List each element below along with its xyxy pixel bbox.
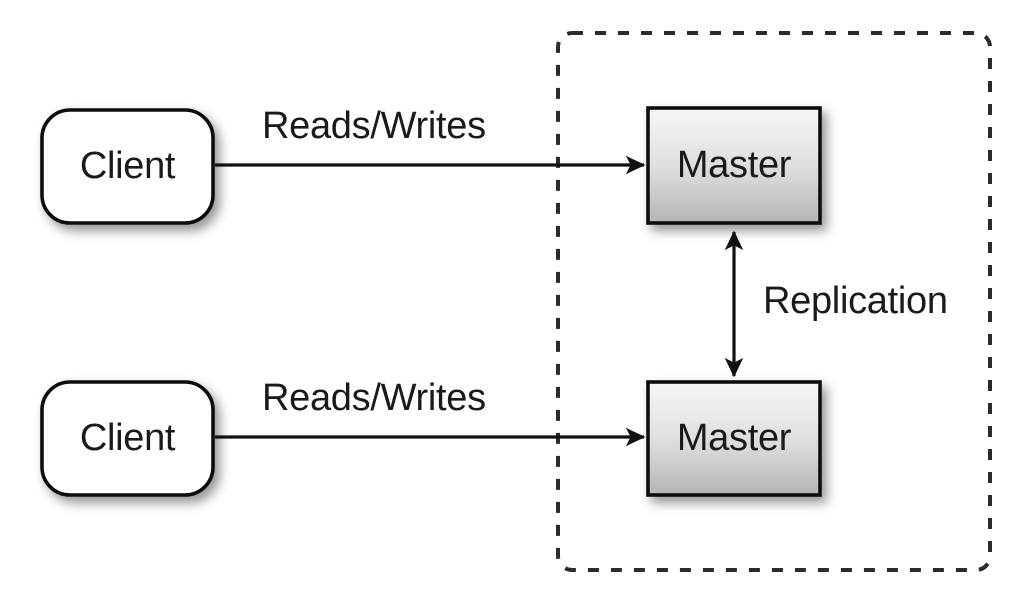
node-client-bottom[interactable]: Client <box>40 380 215 497</box>
replication-label: Replication <box>763 280 948 322</box>
client-top-shape <box>40 108 215 225</box>
edge-client-bottom-to-master-bottom: Reads/Writes <box>215 377 646 447</box>
client-bottom-label: Client <box>80 417 176 459</box>
node-client-top[interactable]: Client <box>40 108 215 225</box>
master-bottom-shape <box>646 380 822 497</box>
node-master-top[interactable]: Master <box>646 106 822 225</box>
master-top-label: Master <box>677 144 792 186</box>
node-master-bottom[interactable]: Master <box>646 380 822 497</box>
reads-writes-top-label: Reads/Writes <box>262 105 486 147</box>
reads-writes-bottom-label: Reads/Writes <box>262 377 486 419</box>
client-bottom-shape <box>40 380 215 497</box>
master-bottom-label: Master <box>677 417 792 459</box>
edge-client-top-to-master-top: Reads/Writes <box>215 105 646 175</box>
client-top-label: Client <box>80 145 176 187</box>
replication-cluster-boundary <box>556 31 992 572</box>
edge-master-replication: Replication <box>724 230 948 378</box>
master-top-shape <box>646 106 822 225</box>
